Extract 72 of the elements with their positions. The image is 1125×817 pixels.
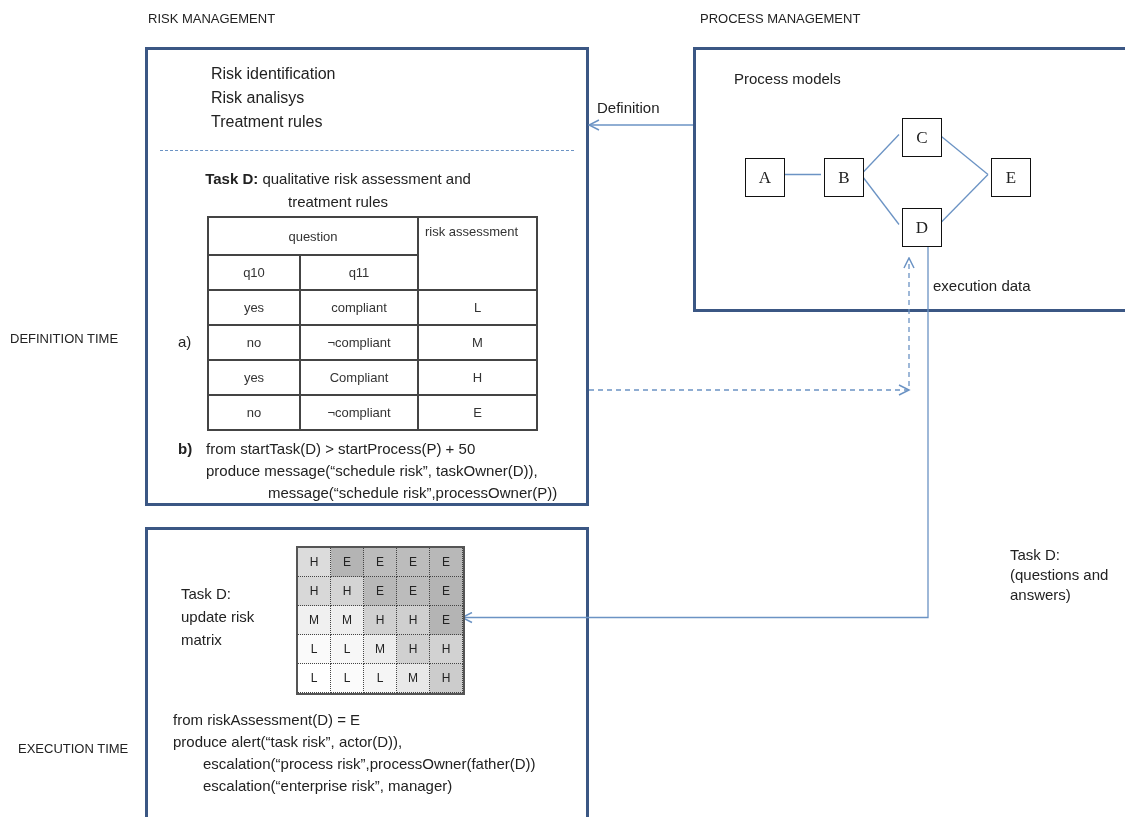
matrix-caption: Task D: update risk matrix	[181, 584, 256, 650]
matrix-cell: H	[298, 577, 331, 606]
process-box: D	[902, 208, 942, 247]
rule-text: escalation(“enterprise risk”, manager)	[203, 777, 453, 795]
matrix-cell: M	[298, 606, 331, 635]
matrix-cell: L	[298, 635, 331, 664]
matrix-cell: M	[331, 606, 364, 635]
box-title: Process models	[734, 70, 841, 88]
heading: Treatment rules	[211, 113, 323, 131]
matrix-cell: H	[430, 664, 463, 693]
matrix-cell: E	[364, 577, 397, 606]
table-cell: yes	[208, 360, 300, 395]
matrix-cell: H	[331, 577, 364, 606]
heading: Risk analisys	[211, 89, 305, 107]
table-cell: risk assessment	[418, 217, 537, 290]
table-cell: Compliant	[300, 360, 418, 395]
heading: Risk identification	[211, 65, 336, 83]
matrix-cell: M	[397, 664, 430, 693]
table-cell: no	[208, 395, 300, 430]
matrix-cell: H	[430, 635, 463, 664]
matrix-cell: H	[298, 548, 331, 577]
table-cell: no	[208, 325, 300, 360]
rule-text: message(“schedule risk”,processOwner(P))	[268, 484, 558, 502]
matrix-cell: L	[331, 664, 364, 693]
matrix-cell: E	[430, 548, 463, 577]
decision-table	[207, 216, 538, 431]
matrix-cell: L	[331, 635, 364, 664]
item-marker: a)	[178, 333, 192, 351]
item-marker: b)	[178, 440, 193, 458]
matrix-cell: E	[430, 577, 463, 606]
matrix-cell: H	[397, 606, 430, 635]
panel-box	[693, 47, 1125, 312]
section-heading: RISK MANAGEMENT	[148, 10, 276, 28]
table-cell: compliant	[300, 290, 418, 325]
panel-box	[145, 527, 589, 817]
process-box: B	[824, 158, 864, 197]
table-cell: L	[418, 290, 537, 325]
rule-text: produce alert(“task risk”, actor(D)),	[173, 733, 403, 751]
table-cell: ¬compliant	[300, 325, 418, 360]
matrix-cell: E	[397, 548, 430, 577]
rule-text: from startTask(D) > startProcess(P) + 50	[206, 440, 476, 458]
process-box: E	[991, 158, 1031, 197]
matrix-cell: E	[397, 577, 430, 606]
matrix-cell: H	[397, 635, 430, 664]
rule-text: escalation(“process risk”,processOwner(father(D))	[203, 755, 536, 773]
table-cell: M	[418, 325, 537, 360]
matrix-cell: E	[430, 606, 463, 635]
process-box: C	[902, 118, 942, 157]
table-cell: E	[418, 395, 537, 430]
edge-label: execution data	[933, 277, 1031, 294]
matrix-cell: L	[364, 664, 397, 693]
matrix-cell: L	[298, 664, 331, 693]
rule-text: produce message(“schedule risk”, taskOwner(D)),	[206, 462, 538, 480]
table-cell: yes	[208, 290, 300, 325]
matrix-cell: H	[364, 606, 397, 635]
section-heading: PROCESS MANAGEMENT	[700, 10, 861, 28]
edge-note: Task D: (questions and answers)	[1010, 545, 1110, 605]
table-cell: H	[418, 360, 537, 395]
risk-matrix	[296, 546, 465, 695]
matrix-cell: E	[331, 548, 364, 577]
edge-label: Definition	[597, 99, 660, 116]
panel-box	[145, 47, 589, 506]
matrix-cell: M	[364, 635, 397, 664]
matrix-cell: E	[364, 548, 397, 577]
table-cell: ¬compliant	[300, 395, 418, 430]
table-cell: q10	[208, 255, 300, 290]
row-heading: DEFINITION TIME	[10, 330, 119, 348]
table-title: Task D: qualitative risk assessment and treatment rules	[204, 169, 472, 212]
process-box: A	[745, 158, 785, 197]
rule-text: from riskAssessment(D) = E	[173, 711, 361, 729]
table-cell: question	[208, 217, 418, 255]
row-heading: EXECUTION TIME	[18, 740, 129, 758]
